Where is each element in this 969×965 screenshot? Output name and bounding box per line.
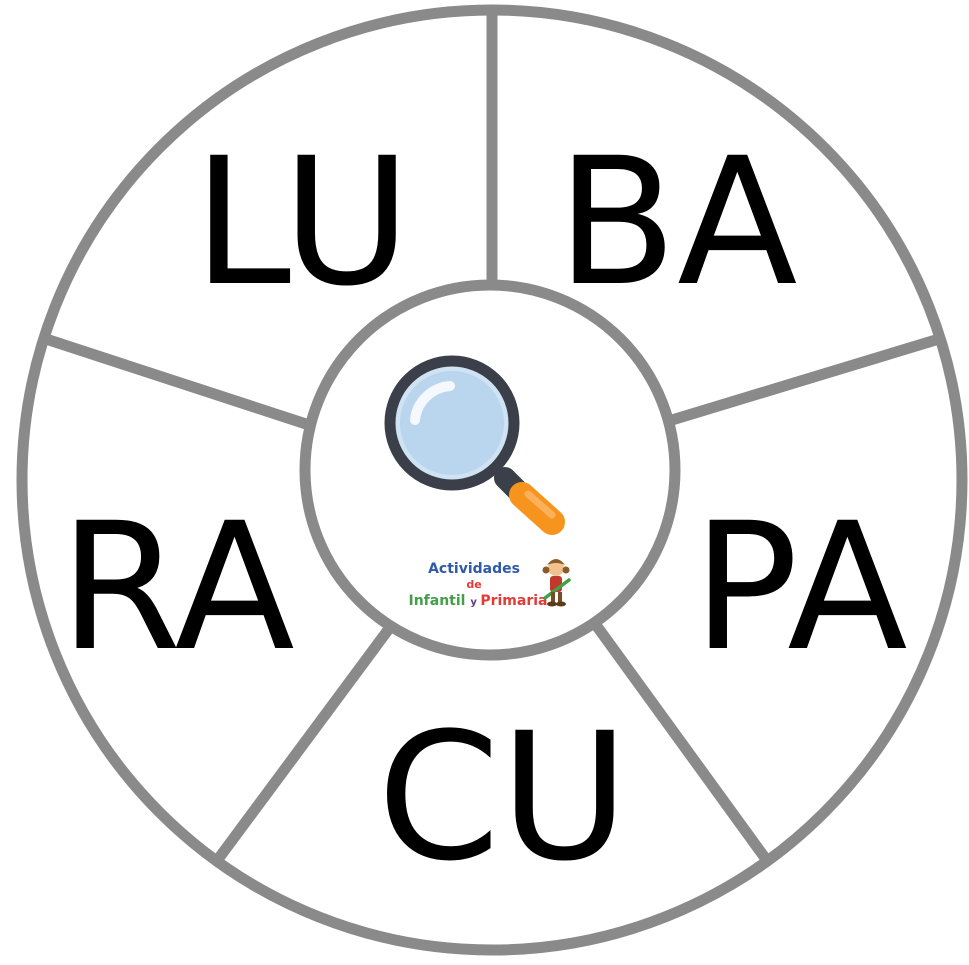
logo-line-infantil-primaria: Infantil y Primaria: [408, 593, 547, 609]
logo: Actividades de Infantil y Primaria: [408, 559, 571, 609]
spoke-upper-left: [44, 333, 308, 430]
logo-line-de: de: [466, 578, 481, 591]
magnifying-glass-icon: [384, 355, 565, 535]
logo-y: y: [470, 597, 480, 608]
spoke-lower-right: [591, 621, 773, 866]
syllable-ra: RA: [59, 485, 295, 690]
spoke-upper-right: [670, 333, 941, 426]
syllable-cu: CU: [377, 695, 629, 900]
syllable-ba: BA: [556, 120, 797, 325]
kid-character-icon: [542, 559, 571, 607]
syllable-pa: PA: [692, 485, 907, 690]
syllable-lu: LU: [193, 120, 411, 325]
spoke-lower-left: [211, 626, 393, 866]
logo-primaria: Primaria: [480, 593, 547, 609]
logo-line-actividades: Actividades: [428, 561, 520, 577]
logo-infantil: Infantil: [408, 593, 465, 609]
